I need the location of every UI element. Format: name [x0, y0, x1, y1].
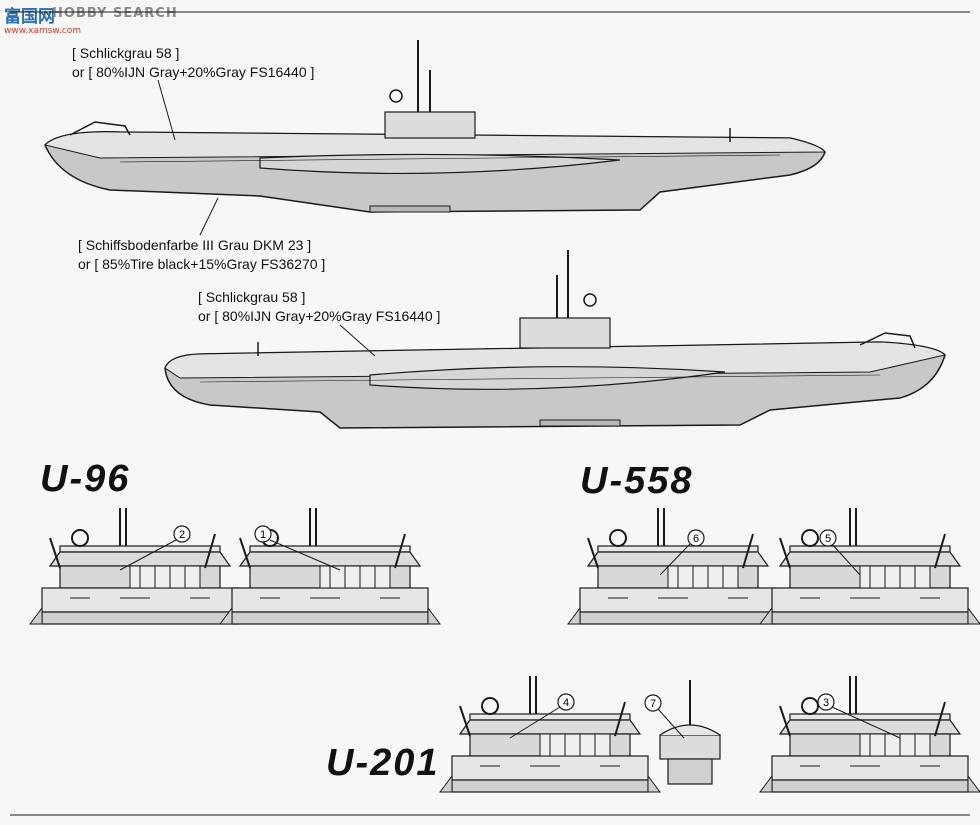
- emblem-marker-4: 4: [509, 693, 575, 739]
- watermark-brand: HOBBY SEARCH: [52, 6, 178, 21]
- conning-tower-view-u201-b: [759, 675, 980, 793]
- svg-text:6: 6: [693, 533, 699, 545]
- callout-lower-grey: [ Schlickgrau 58 ] or [ 80%IJN Gray+20%G…: [198, 288, 440, 326]
- callout-upper-grey: [ Schlickgrau 58 ] or [ 80%IJN Gray+20%G…: [72, 44, 314, 82]
- callout-line-upper-hull: [199, 197, 219, 236]
- conning-tower-view-u201-a: [439, 675, 661, 793]
- conning-tower-view-u96-a: [29, 507, 251, 625]
- emblem-marker-2: 2: [119, 525, 191, 571]
- emblem-marker-7: 7: [644, 694, 685, 739]
- callout-upper-grey-line1: [ Schlickgrau 58 ]: [72, 45, 180, 61]
- conning-tower-view-u558-b: [759, 507, 980, 625]
- svg-text:7: 7: [650, 698, 656, 710]
- svg-text:3: 3: [823, 697, 829, 709]
- callout-upper-hull: [ Schiffsbodenfarbe III Grau DKM 23 ] or…: [78, 236, 325, 274]
- svg-text:5: 5: [825, 533, 831, 545]
- svg-text:4: 4: [563, 697, 569, 709]
- watermark-site: www.xamsw.com: [4, 26, 82, 36]
- submarine-profile-upper: [44, 40, 826, 213]
- callout-upper-hull-line1: [ Schiffsbodenfarbe III Grau DKM 23 ]: [78, 237, 312, 253]
- emblem-marker-3: 3: [817, 693, 901, 739]
- callout-lower-grey-line2: or [ 80%IJN Gray+20%Gray FS16440 ]: [198, 308, 441, 324]
- callout-line-upper-grey: [157, 79, 176, 141]
- boat-title-u201: U-201: [326, 742, 440, 784]
- callout-upper-hull-line2: or [ 85%Tire black+15%Gray FS36270 ]: [78, 256, 326, 272]
- callout-line-lower-grey: [339, 324, 376, 357]
- callout-lower-grey-line1: [ Schlickgrau 58 ]: [198, 289, 306, 305]
- boat-title-u96: U-96: [40, 458, 131, 500]
- svg-text:2: 2: [179, 529, 185, 541]
- svg-text:1: 1: [260, 529, 266, 541]
- callout-upper-grey-line2: or [ 80%IJN Gray+20%Gray FS16440 ]: [72, 64, 315, 80]
- conning-tower-view-u558-a: [567, 507, 789, 625]
- emblem-marker-1: 1: [254, 525, 341, 571]
- boat-title-u558: U-558: [580, 460, 694, 502]
- emblem-marker-6: 6: [659, 529, 705, 576]
- conning-tower-front-view-u201: [659, 680, 721, 785]
- emblem-marker-5: 5: [819, 529, 861, 576]
- submarine-profile-lower: [164, 250, 946, 429]
